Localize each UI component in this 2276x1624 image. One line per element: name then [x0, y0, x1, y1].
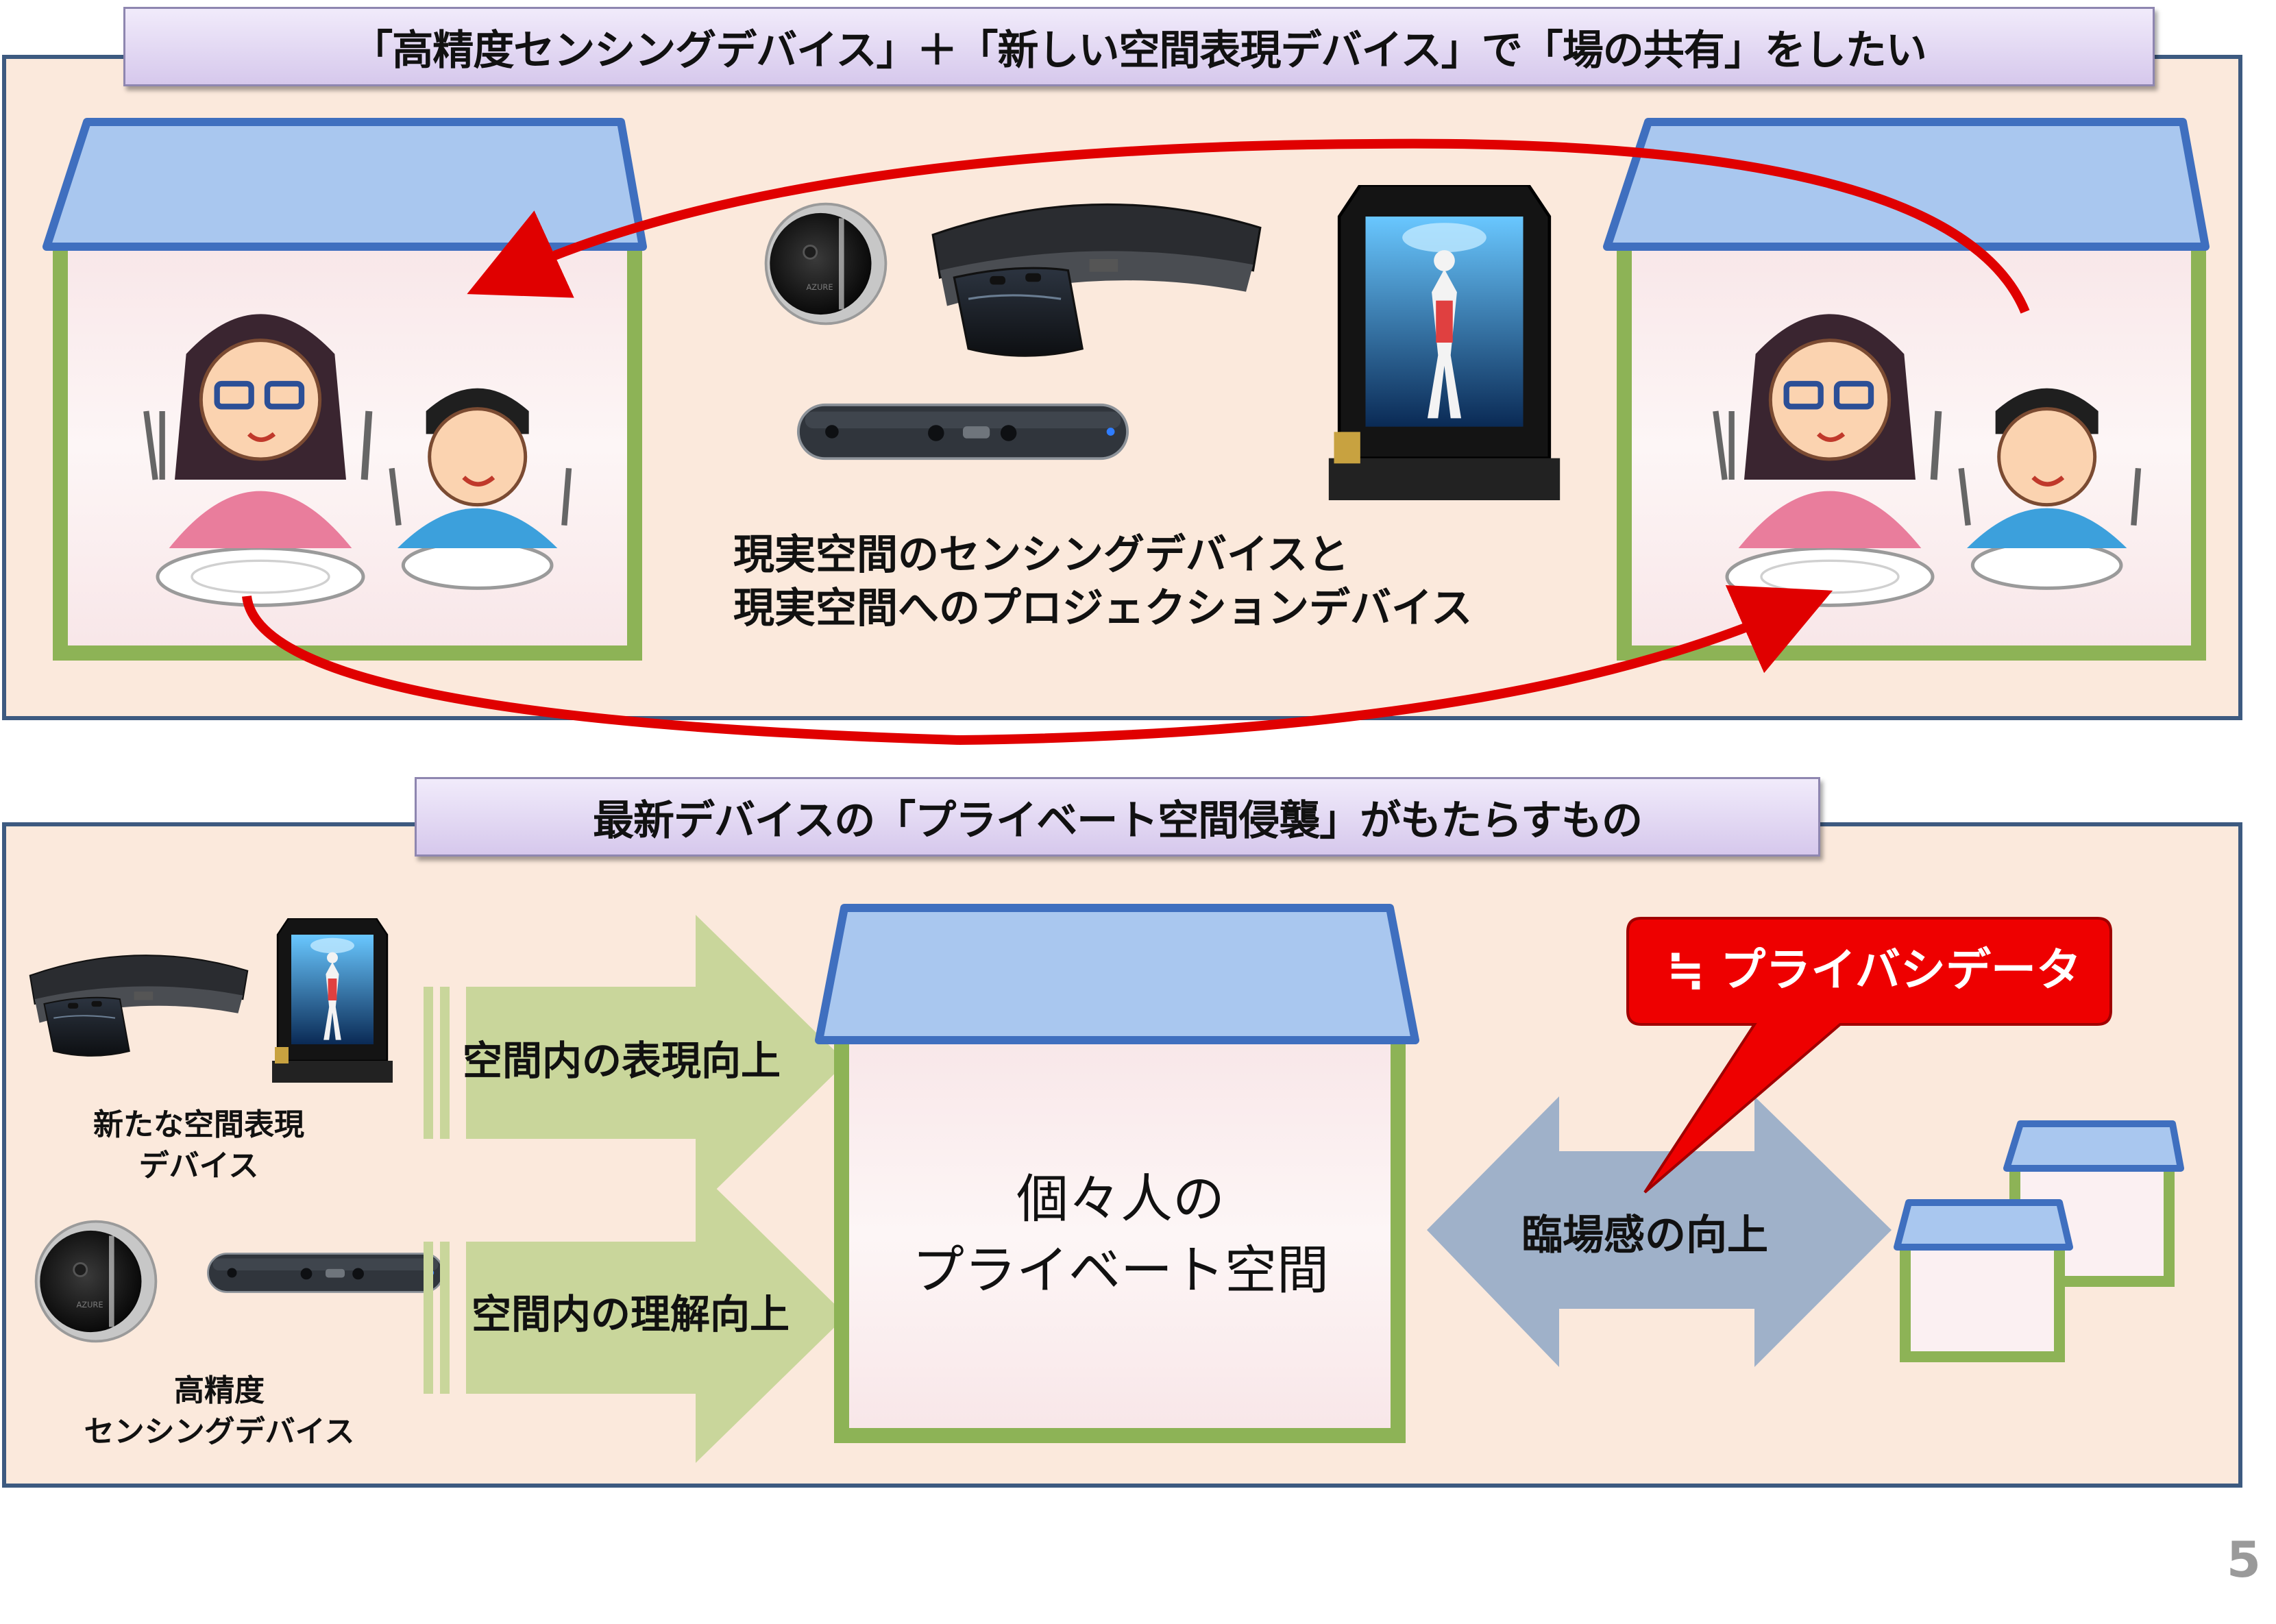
hologram-display-case-icon — [1329, 185, 1560, 500]
understanding-arrow-label: 空間内の理解向上 — [472, 1291, 790, 1338]
presence-double-arrow — [1427, 1096, 1892, 1367]
private-space-text-line2: プライベート空間 — [912, 1240, 1329, 1301]
device-caption-line2: 現実空間へのプロジェクションデバイス — [733, 585, 1473, 632]
understanding-arrow — [424, 1168, 846, 1463]
sensing-device-label-line1: 高精度 — [174, 1373, 265, 1408]
small-house-back — [2003, 1120, 2184, 1287]
device-caption-line1: 現実空間のセンシングデバイスと — [733, 531, 1349, 579]
sensing-device-label-line2: センシングデバイス — [84, 1414, 355, 1449]
top-title: 「高精度センシングデバイス」＋「新しい空間表現デバイス」で「場の共有」をしたい — [123, 7, 2155, 86]
bottom-title: 最新デバイスの「プライベート空間侵襲」がもたらすもの — [415, 777, 1820, 857]
presence-label: 臨場感の向上 — [1521, 1211, 1768, 1259]
private-space-text-line1: 個々人の — [1016, 1168, 1225, 1229]
hologram-display-case-icon — [271, 918, 394, 1083]
red-arrow-upper — [467, 138, 2030, 314]
expression-arrow — [424, 915, 846, 1209]
new-device-label-line2: デバイス — [138, 1148, 259, 1183]
privacy-data-callout-text: ≒ プライバシデータ — [1667, 944, 2081, 996]
red-arrow-lower — [242, 585, 1833, 746]
kinect-puck-sensor-icon — [764, 202, 888, 325]
page-number: 5 — [2226, 1531, 2261, 1588]
new-device-label-line1: 新たな空間表現 — [93, 1107, 304, 1142]
small-house-front — [1894, 1199, 2073, 1362]
depth-camera-bar-icon — [796, 403, 1129, 460]
privacy-data-callout — [1626, 917, 2112, 1194]
private-space-house — [815, 904, 1419, 1443]
depth-camera-bar-icon — [207, 1253, 444, 1293]
kinect-puck-sensor-icon — [34, 1220, 158, 1343]
expression-arrow-label: 空間内の表現向上 — [463, 1037, 781, 1084]
